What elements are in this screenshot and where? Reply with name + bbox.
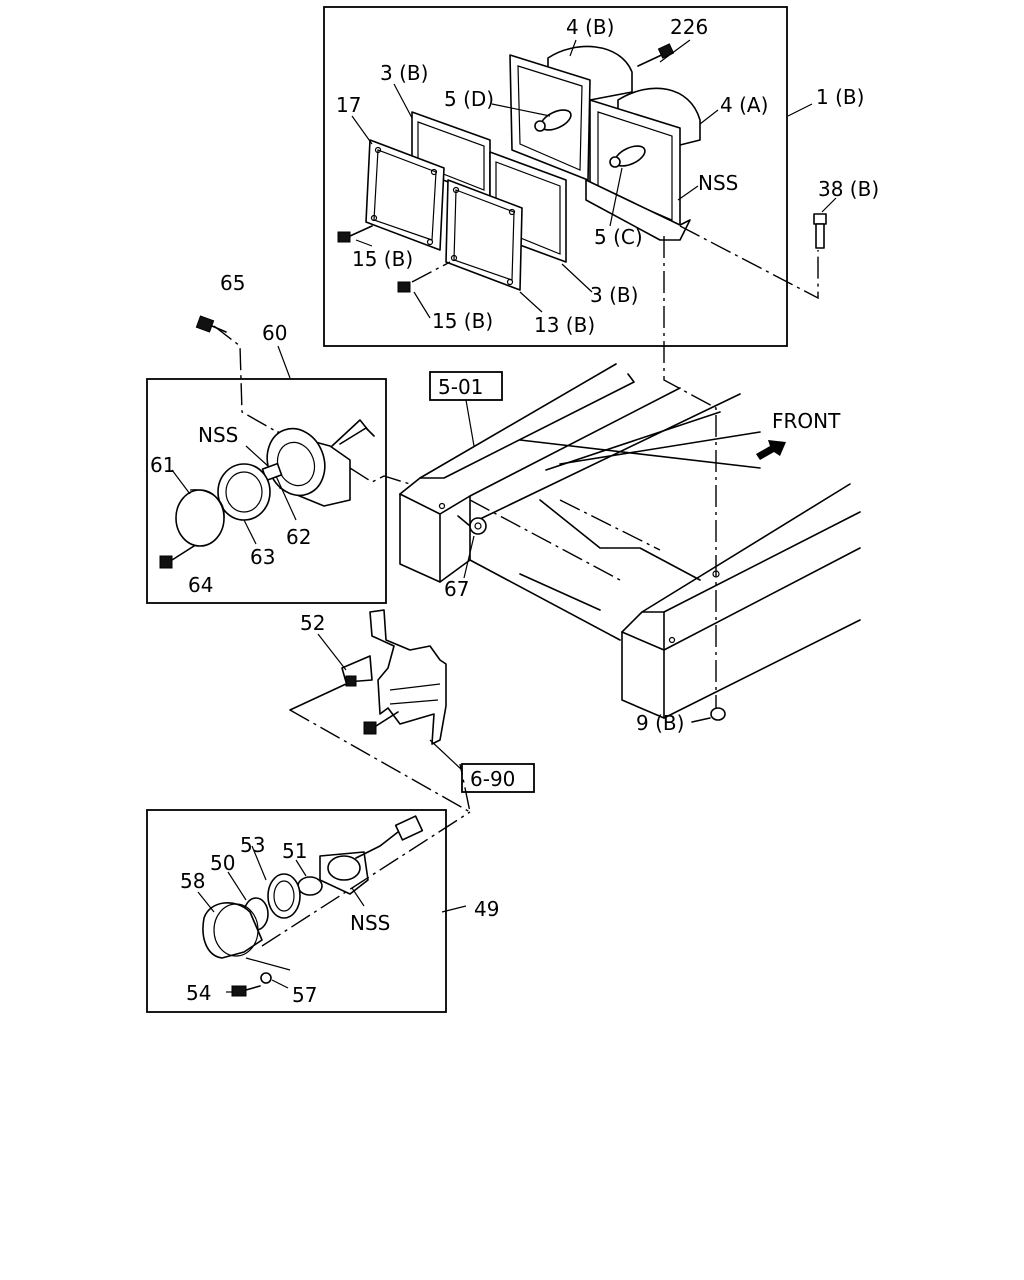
washer-57 [260,972,272,984]
callout-49: 49 [474,897,499,921]
nut-9b [691,707,726,723]
lens-61 [175,489,225,547]
callout-62: 62 [286,525,311,549]
marker-lamp-box [146,378,387,604]
screw-65 [195,315,227,333]
callout-52: 52 [300,611,325,635]
screw-64 [159,545,195,569]
callout-54: 54 [186,981,211,1005]
rim-63 [217,463,271,521]
callout-1b: 1 (B) [816,85,864,109]
callout-67: 67 [444,577,469,601]
lamp-52 [341,655,373,687]
bulb-5c [609,145,646,168]
callout-5c: 5 (C) [594,225,643,249]
callout-4a: 4 (A) [720,93,768,117]
screw-54 [231,985,261,997]
callout-front: FRONT [772,409,841,433]
callout-3b-bottom: 3 (B) [590,283,638,307]
callout-53: 53 [240,833,265,857]
marker-housing-62 [261,419,375,507]
callout-17: 17 [336,93,361,117]
callout-38b: 38 (B) [818,177,879,201]
callout-57: 57 [292,983,317,1007]
callout-13b: 13 (B) [534,313,595,337]
bolt-38b [813,213,827,249]
callout-226: 226 [670,15,708,39]
callout-5d: 5 (D) [444,87,494,111]
callout-nss-mid: NSS [198,423,238,447]
lens-13b [445,179,523,291]
callout-15b-b: 15 (B) [432,309,493,333]
bulb-5d [534,109,572,132]
callout-4b: 4 (B) [566,15,614,39]
callout-nss-top: NSS [698,171,738,195]
ref-box-690 [461,763,535,793]
lamp-housing-4a [585,87,701,241]
ref-690-label[interactable]: 6-90 [470,767,515,791]
lens-58 [202,902,263,959]
front-arrow-icon [756,440,786,460]
bulb-51 [297,876,323,896]
callout-50: 50 [210,851,235,875]
callout-nss-bot: NSS [350,911,390,935]
screw-226 [637,43,675,67]
lamp-assembly-box [323,6,788,347]
nut-67 [457,515,487,535]
callout-9b: 9 (B) [636,711,684,735]
callout-58: 58 [180,869,205,893]
rim-53 [267,873,301,919]
callout-15b-a: 15 (B) [352,247,413,271]
screw-15b-b [397,261,451,293]
callout-51: 51 [282,839,307,863]
callout-64: 64 [188,573,213,597]
callout-63: 63 [250,545,275,569]
bracket [369,609,447,745]
housing-nss-bottom [319,815,424,895]
callout-3b-top: 3 (B) [380,61,428,85]
screw-15b-a [337,225,373,243]
ref-501-label[interactable]: 5-01 [438,375,483,399]
lens-17 [365,139,445,251]
callout-61: 61 [150,453,175,477]
callout-65: 65 [220,271,245,295]
screw-bracket [363,711,399,735]
callout-60: 60 [262,321,287,345]
